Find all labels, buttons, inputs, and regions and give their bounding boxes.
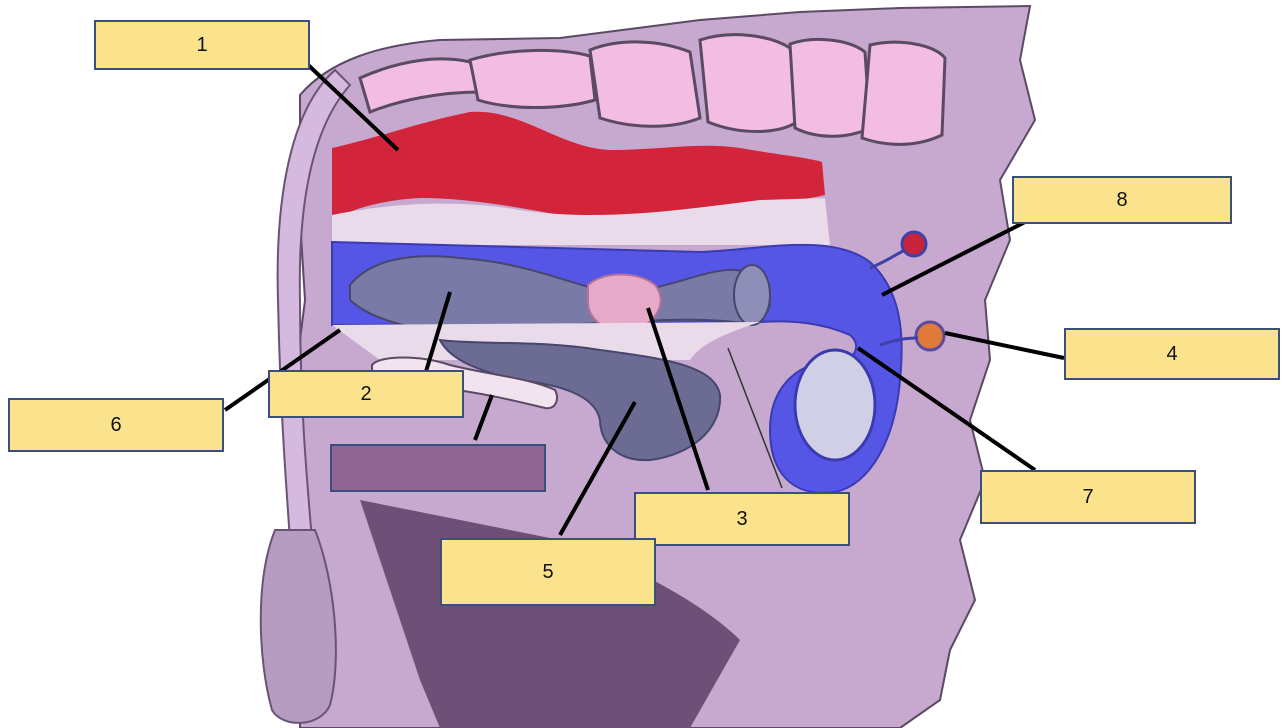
cervix <box>588 274 661 331</box>
label-1[interactable]: 1 <box>94 20 310 70</box>
blank-label-box[interactable] <box>330 444 546 492</box>
label-5[interactable]: 5 <box>440 538 656 606</box>
label-6[interactable]: 6 <box>8 398 224 452</box>
uterine-horn-coil <box>795 350 875 460</box>
label-2[interactable]: 2 <box>268 370 464 418</box>
tail-hair <box>261 530 336 723</box>
label-3[interactable]: 3 <box>634 492 850 546</box>
label-7[interactable]: 7 <box>980 470 1196 524</box>
cervix-ring <box>734 265 770 325</box>
label-4[interactable]: 4 <box>1064 328 1280 380</box>
label-8[interactable]: 8 <box>1012 176 1232 224</box>
